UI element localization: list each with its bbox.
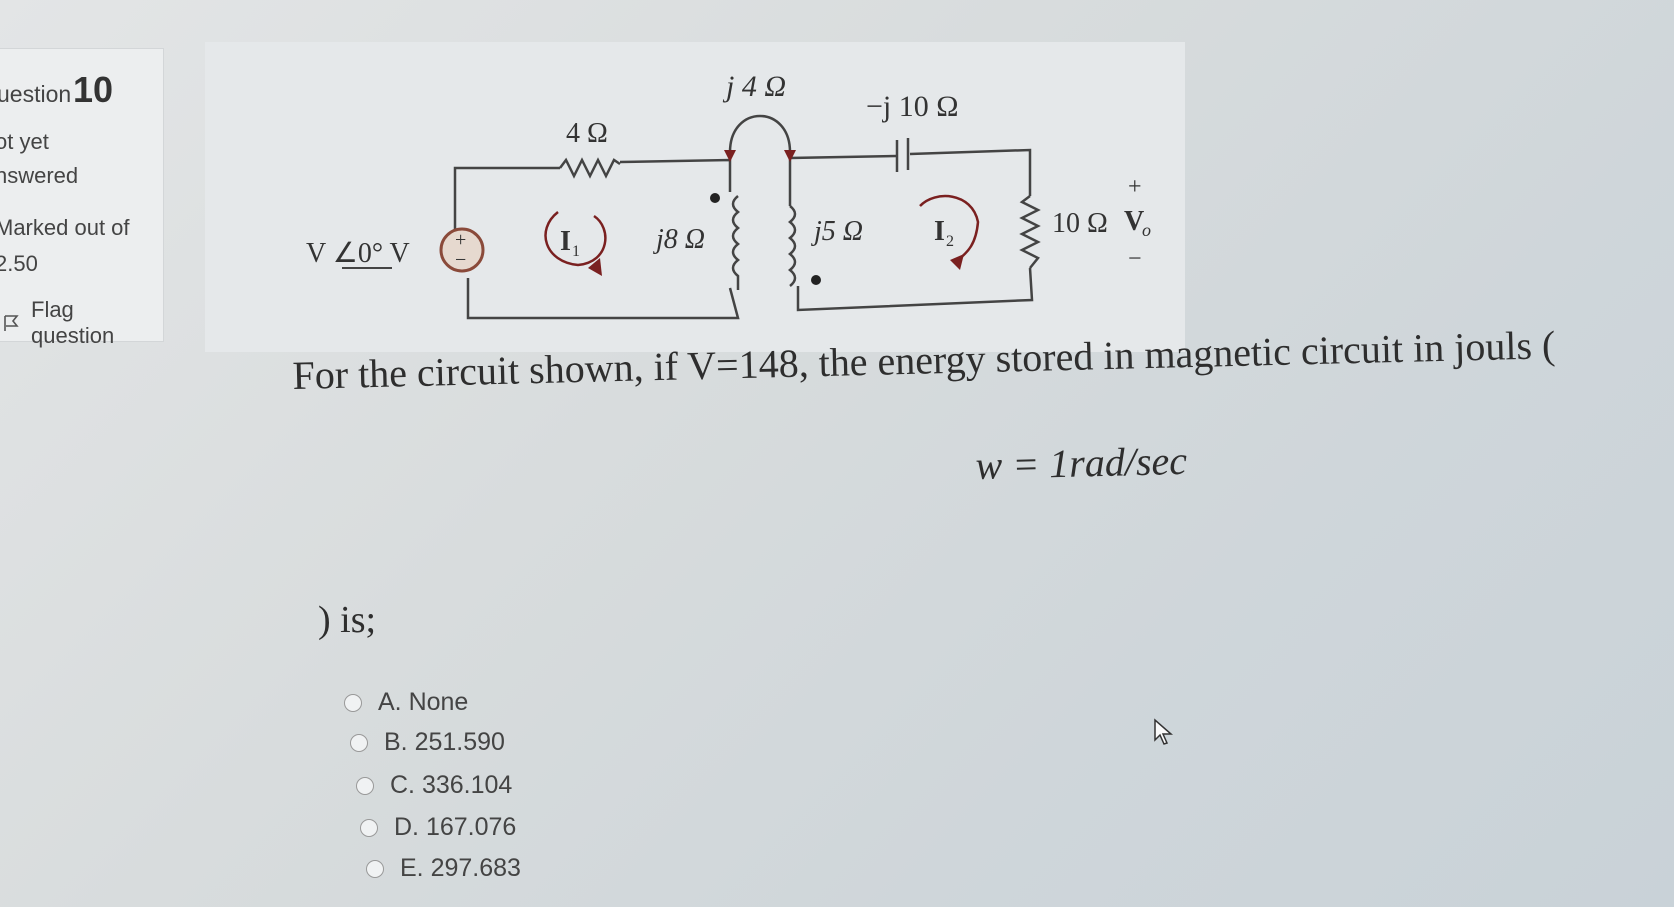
option-d[interactable]: D. 167.076 xyxy=(360,813,516,842)
question-number: 10 xyxy=(73,69,114,110)
option-label: E. 297.683 xyxy=(400,854,521,882)
radio-button[interactable] xyxy=(350,733,368,752)
option-label: A. None xyxy=(378,688,469,716)
question-content-box xyxy=(205,42,1185,352)
radio-button[interactable] xyxy=(356,776,374,795)
option-b[interactable]: B. 251.590 xyxy=(350,728,505,757)
flag-question-link[interactable]: Flag question xyxy=(3,297,163,349)
option-label: D. 167.076 xyxy=(394,813,517,841)
radio-button[interactable] xyxy=(344,693,362,712)
option-label: B. 251.590 xyxy=(384,728,505,756)
marked-line2: 2.50 xyxy=(0,251,38,276)
status-line1: ot yet xyxy=(0,129,49,154)
flag-icon xyxy=(3,314,19,332)
question-tail: ) is; xyxy=(318,599,377,641)
question-label: uestion xyxy=(0,81,72,107)
option-c[interactable]: C. 336.104 xyxy=(356,771,512,800)
mouse-pointer-icon xyxy=(1153,718,1175,751)
marked-line1: Marked out of xyxy=(0,215,130,240)
option-e[interactable]: E. 297.683 xyxy=(366,854,521,883)
radio-button[interactable] xyxy=(360,818,378,837)
question-formula: w = 1rad/sec xyxy=(975,437,1188,488)
radio-button[interactable] xyxy=(366,859,384,878)
option-a[interactable]: A. None xyxy=(344,688,468,717)
question-info-panel: uestion 10 ot yet nswered Marked out of … xyxy=(0,48,164,348)
flag-label: Flag question xyxy=(31,297,115,348)
option-label: C. 336.104 xyxy=(390,771,513,799)
status-line2: nswered xyxy=(0,163,79,188)
